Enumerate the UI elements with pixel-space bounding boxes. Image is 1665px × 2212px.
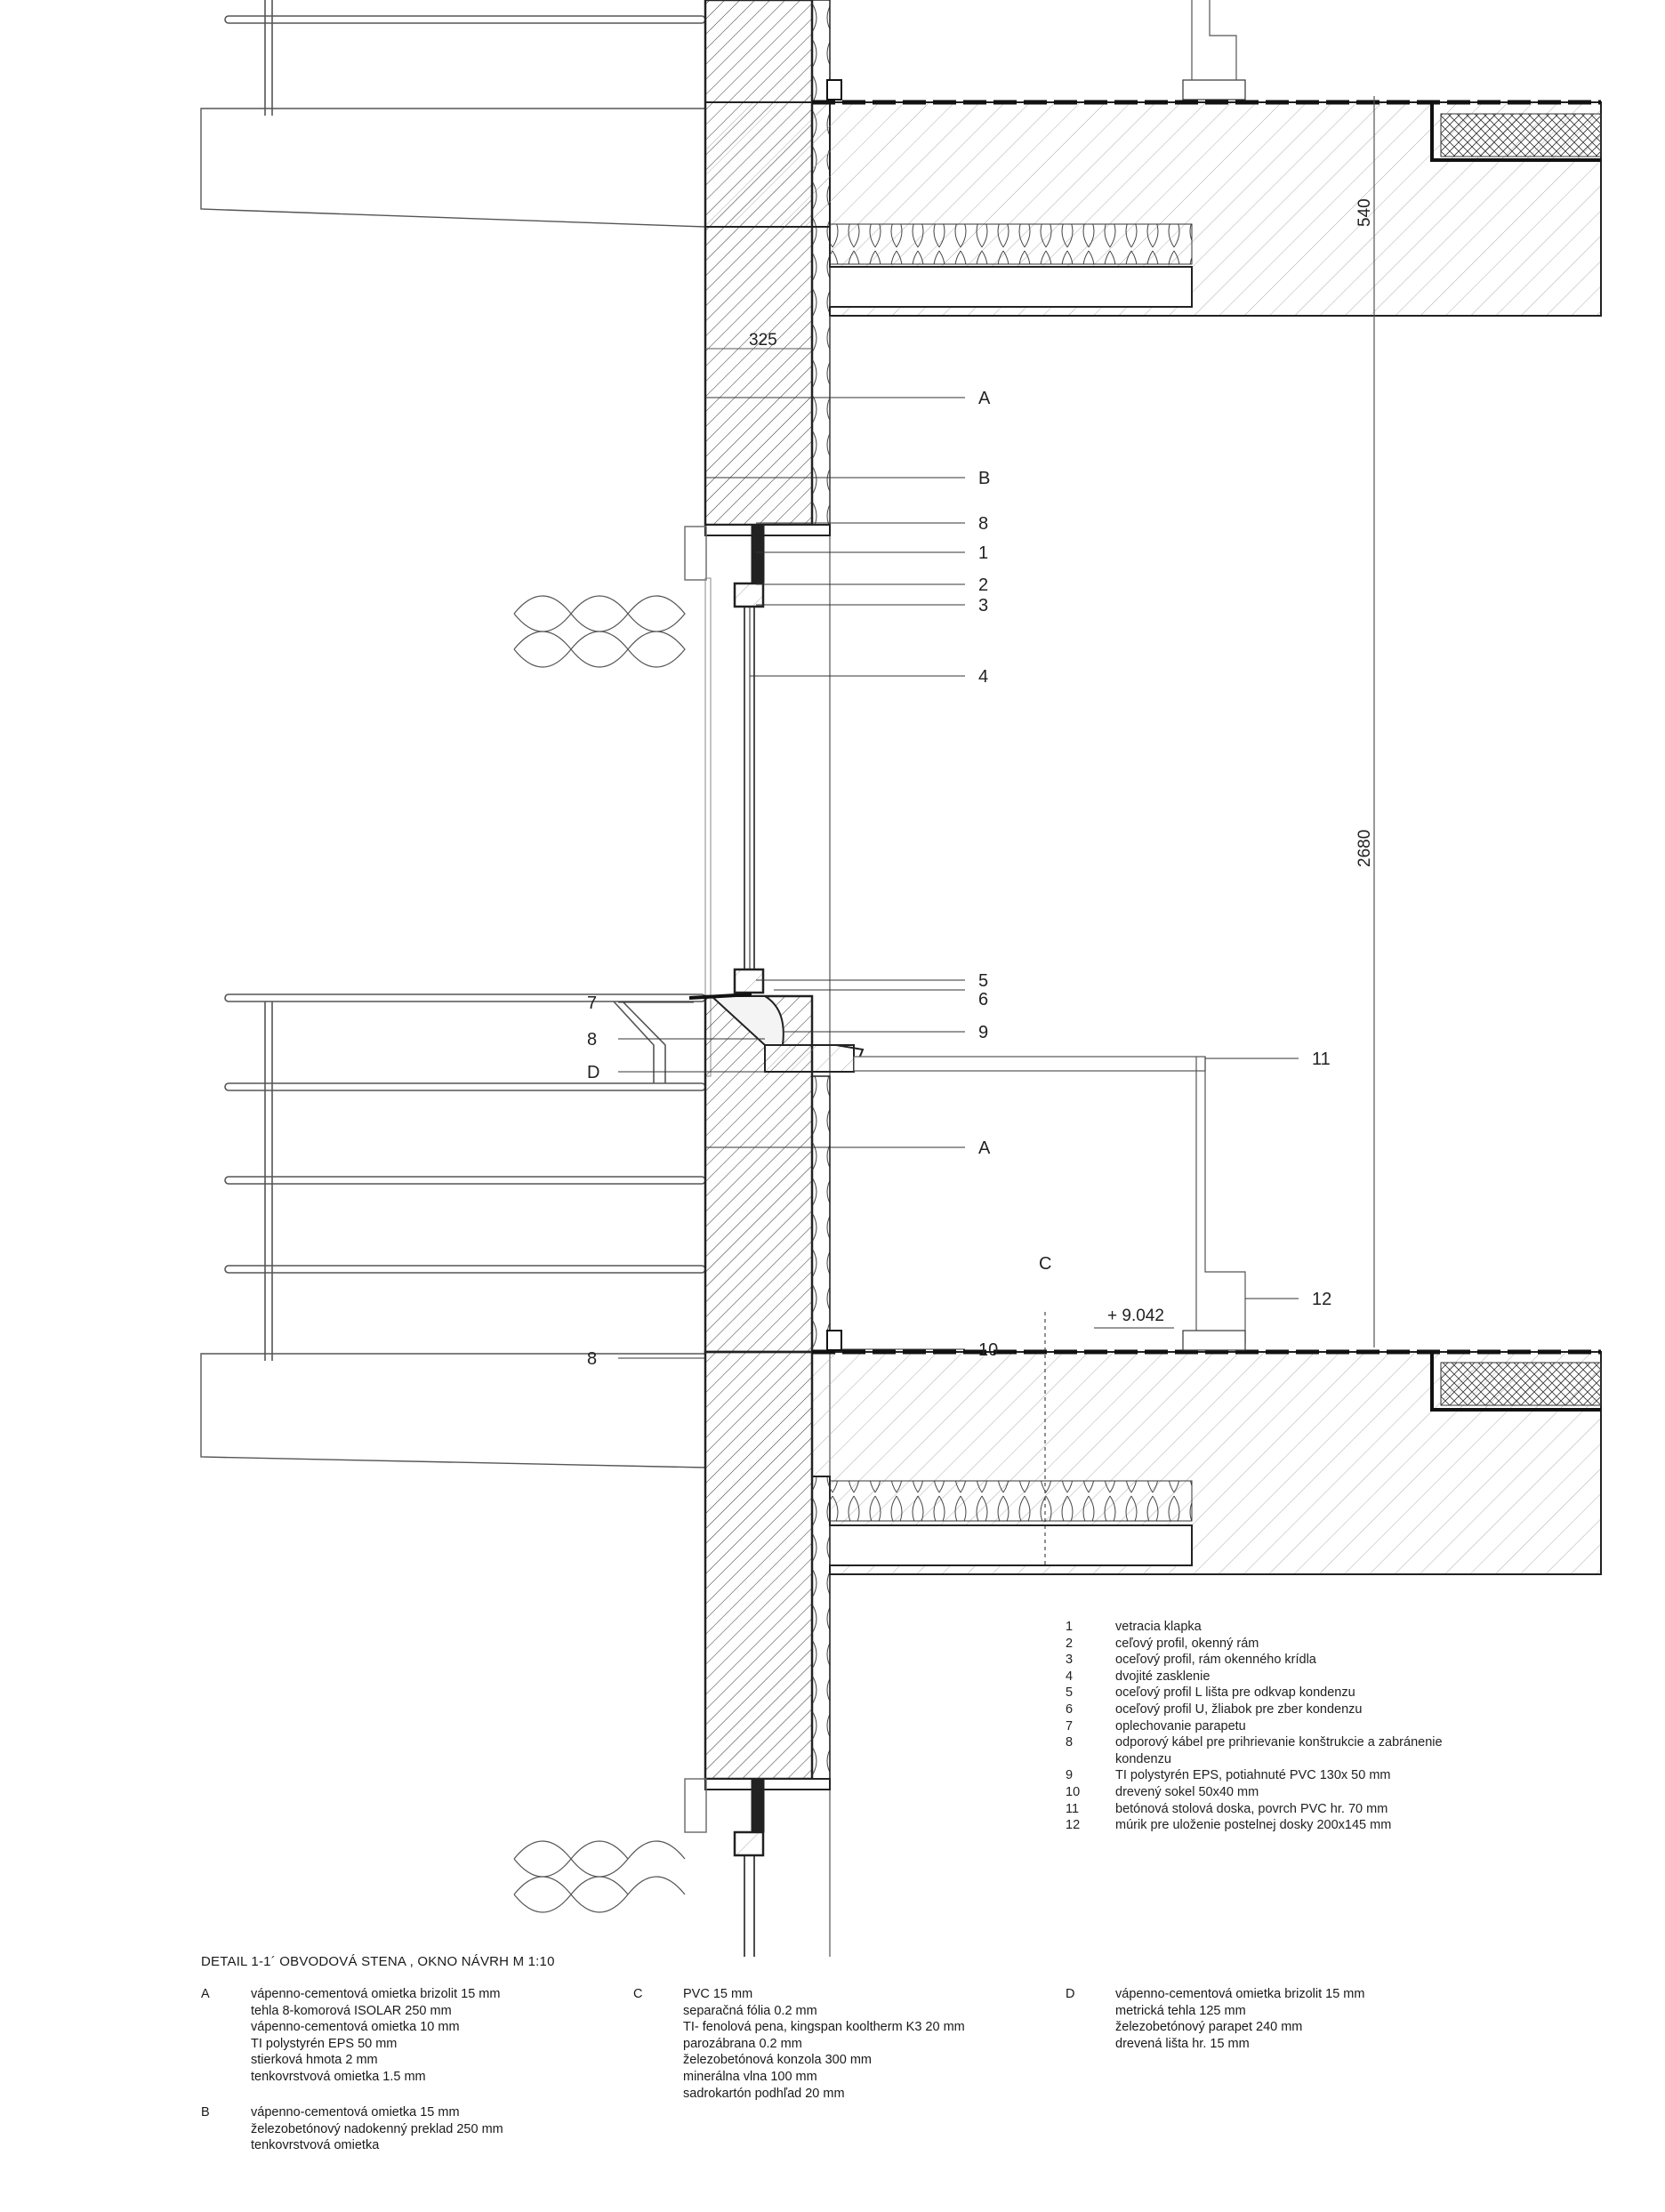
floor-slab-bottom [704,1312,1602,1781]
label-8-low: 8 [587,1349,597,1369]
label-C: C [1039,1254,1051,1274]
label-7: 7 [587,993,597,1013]
legend-row: kondenzu [1115,1751,1171,1766]
spec-C: C PVC 15 mm separačná fólia 0.2 mm TI- f… [633,1987,965,2101]
balcony-slabs [200,108,706,1468]
label-3: 3 [978,596,988,615]
label-12: 12 [1312,1290,1331,1309]
window-upper [684,524,831,1077]
level-marker: + 9.042 [1107,1307,1164,1325]
window-lower [684,1778,831,1957]
label-A-top: A [978,389,991,408]
balcony-railings [224,0,706,1361]
label-5: 5 [978,971,988,991]
label-D: D [587,1063,599,1082]
label-4: 4 [978,667,988,687]
label-B: B [978,469,990,488]
dimension-540: 540 [1355,198,1374,227]
leader-lines [618,397,1299,1359]
drawing-title: DETAIL 1-1´ OBVODOVÁ STENA , OKNO NÁVRH … [201,1954,555,1969]
sun-louvers-upper [513,595,686,668]
exterior-wall-upper [704,0,831,527]
spec-D: D vápenno-cementová omietka brizolit 15 … [1066,1987,1365,2051]
label-1: 1 [978,543,988,563]
label-8-mid: 8 [587,1030,597,1050]
floor-slab-top [811,0,1602,317]
dimension-325: 325 [749,331,777,350]
label-10: 10 [978,1340,998,1360]
label-11: 11 [1312,1050,1331,1069]
label-9: 9 [978,1023,988,1042]
spec-A: A vápenno-cementová omietka brizolit 15 … [201,1987,501,2084]
label-2: 2 [978,575,988,595]
sill-parapet [688,993,1246,1354]
spec-B: B vápenno-cementová omietka 15 mm železo… [201,2105,503,2153]
sun-louvers-lower [513,1840,686,1913]
dimension-lines [705,96,1375,1347]
label-8-top: 8 [978,514,988,534]
dimension-2680: 2680 [1355,830,1374,867]
label-A-mid: A [978,1138,991,1158]
label-6: 6 [978,990,988,1009]
